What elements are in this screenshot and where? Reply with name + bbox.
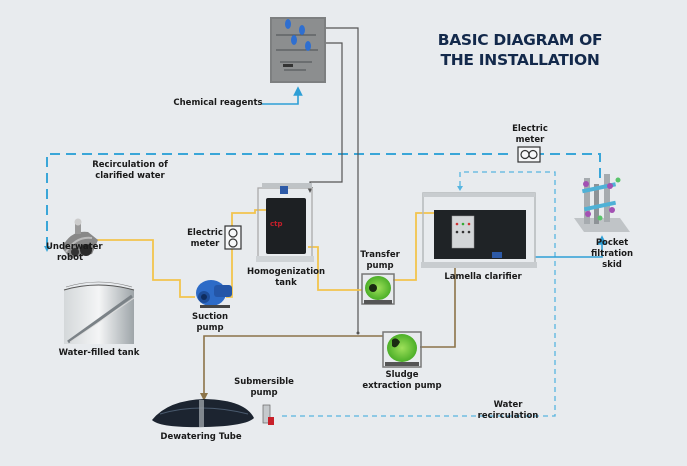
chemical-reagents-panel-icon (270, 17, 326, 83)
transfer-pump-icon (361, 273, 395, 305)
lamella-clarifier-icon (421, 192, 537, 268)
water-filled-tank-label: Water-filled tank (58, 348, 140, 358)
transfer-pump-label: Transfer pump (360, 250, 400, 271)
dewatering-tube-label: Dewatering Tube (160, 432, 242, 442)
diagram-title: BASIC DIAGRAM OF THE INSTALLATION (437, 31, 603, 69)
water-recirculation-arrowhead (457, 186, 463, 191)
submersible-pump-icon (262, 404, 274, 425)
clarifier-to-sludge-pump-line (420, 262, 456, 348)
recirculation-arrowhead (44, 246, 50, 252)
dewatering-tube-icon (152, 399, 254, 428)
water-recirculation-label: Water recirculation (477, 400, 539, 421)
sludge-to-dewatering-line (200, 335, 383, 401)
underwater-robot-label: Underwater robot (46, 242, 103, 263)
electric-meter-right-icon (517, 146, 541, 163)
clarified-water-line (535, 235, 607, 258)
suction-pump-label: Suction pump (191, 312, 229, 333)
homogenization-tank-label: Homogenization tank (246, 267, 325, 288)
chemical-reagents-label: Chemical reagents (173, 98, 263, 108)
svg-text:ctp: ctp (270, 220, 283, 228)
submersible-pump-label: Submersible pump (234, 377, 294, 398)
recirculation-clarified-line (46, 153, 601, 250)
sludge-extraction-pump-label: Sludge extraction pump (362, 370, 442, 391)
suction-to-tank-line (226, 209, 270, 298)
homogenization-tank-icon: ctp (256, 183, 314, 262)
chemical-line-to-sludge (326, 27, 359, 333)
electric-meter-left-icon (224, 225, 242, 250)
electric-meter-right-label: Electric meter (512, 124, 548, 145)
suction-pump-icon (196, 280, 232, 308)
pocket-filtration-skid-icon (574, 174, 630, 232)
reagent-input-line (262, 86, 303, 105)
sludge-extraction-pump-icon (382, 331, 422, 368)
transfer-to-clarifier-line (393, 212, 438, 281)
tank-to-transfer-line (308, 246, 362, 291)
water-filled-tank-icon (63, 281, 135, 344)
recirculation-clarified-water-label: Recirculation of clarified water (92, 160, 168, 181)
lamella-clarifier-label: Lamella clarifier (444, 272, 522, 282)
robot-to-suction-line (97, 239, 195, 298)
pocket-filtration-skid-label: Pocket filtration skid (590, 238, 634, 270)
underwater-robot-icon (62, 218, 98, 258)
water-recirculation-line (282, 171, 556, 417)
electric-meter-left-label: Electric meter (187, 228, 223, 249)
